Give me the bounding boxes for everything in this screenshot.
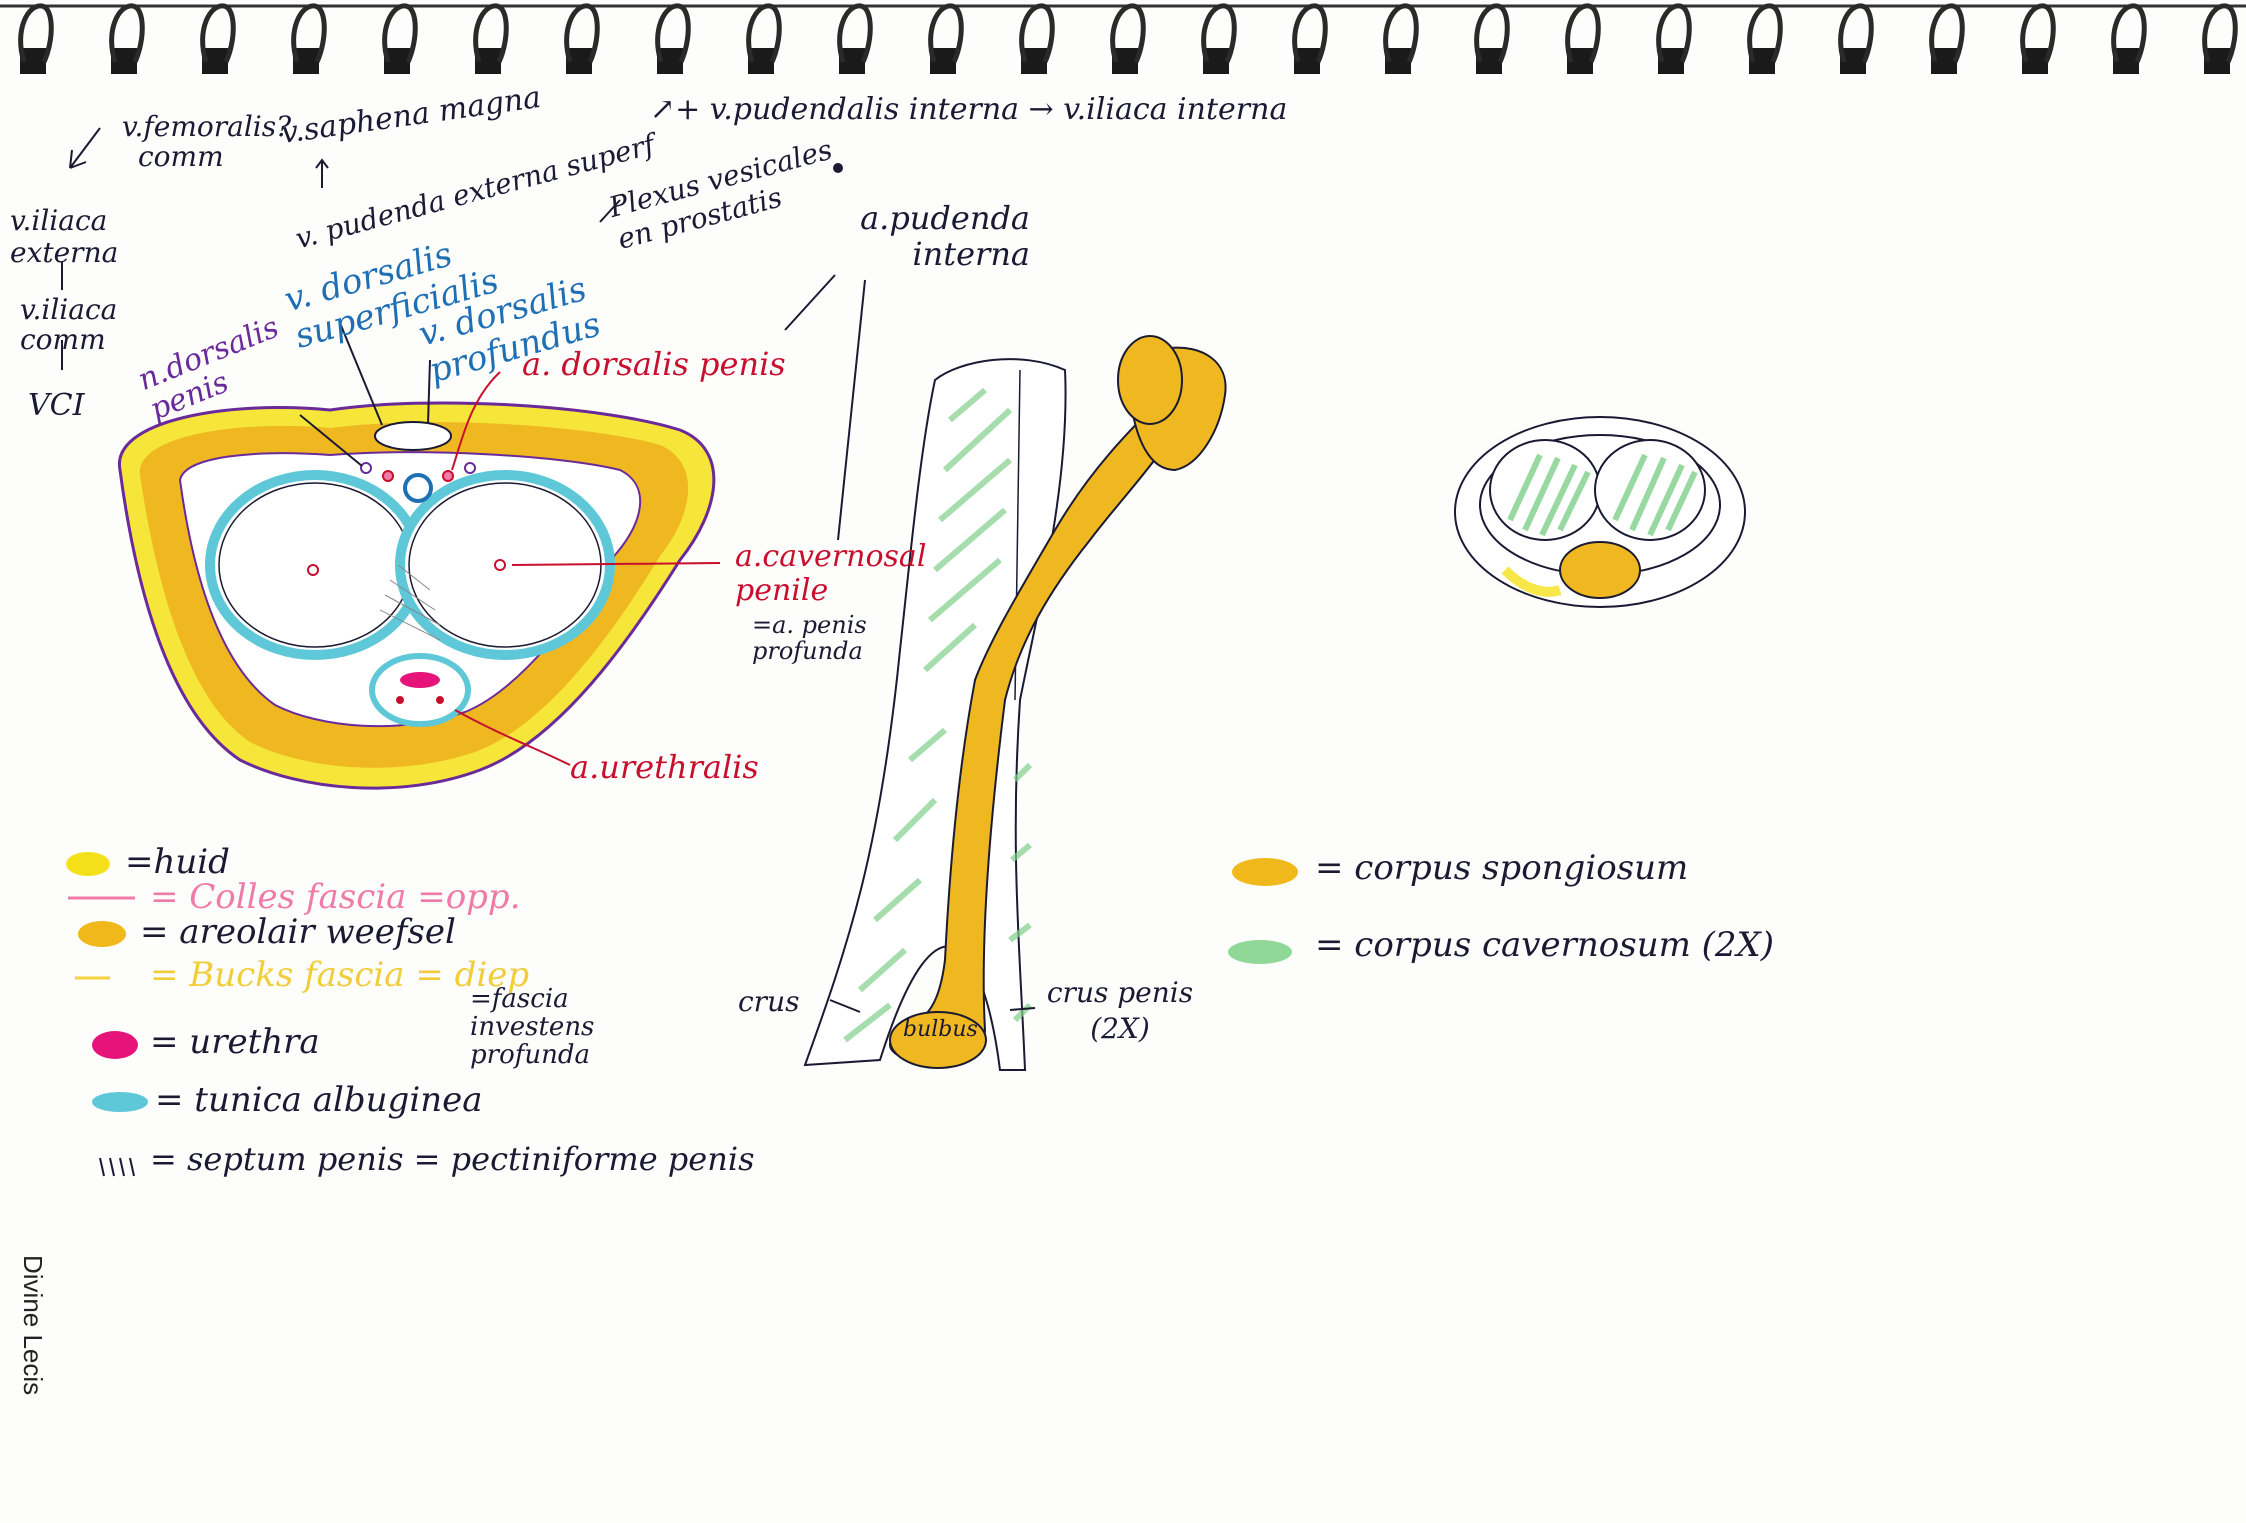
- label-v-pudendalis-interna: ↗+ v.pudendalis interna → v.iliaca inter…: [650, 92, 1287, 127]
- corpus-cavernosum-long: [805, 359, 1066, 1070]
- legend-colles: = Colles fascia =opp.: [150, 877, 521, 917]
- legend-spongiosum: = corpus spongiosum: [1315, 848, 1688, 888]
- label-bulbus: bulbus: [903, 1017, 978, 1042]
- label-v-femoralis: v.femoralis?: [122, 110, 291, 143]
- legend-urethra: = urethra: [150, 1022, 320, 1062]
- label-a-cavernosal: a.cavernosal penile: [735, 540, 935, 608]
- legend-tunica: = tunica albuginea: [155, 1080, 482, 1120]
- label-fascia-investens: =fascia investens profunda: [470, 985, 690, 1069]
- label-a-penis-profunda: =a. penis profunda: [752, 612, 922, 664]
- legend-bucks: = Bucks fascia = diep: [150, 955, 529, 995]
- legend-areolair: = areolair weefsel: [140, 912, 456, 952]
- corpus-spongiosum-section: [372, 656, 468, 724]
- label-v-iliaca-comm: v.iliaca comm: [20, 295, 150, 355]
- label-crus-penis: crus penis (2X): [1040, 975, 1200, 1047]
- legend-cavernosum: = corpus cavernosum (2X): [1315, 925, 1774, 965]
- legend-huid: =huid: [125, 842, 230, 882]
- label-crus: crus: [738, 985, 799, 1018]
- small-cross-section: [1455, 417, 1745, 607]
- label-a-urethralis: a.urethralis: [570, 748, 759, 786]
- label-v-iliaca-externa: v.iliaca externa: [10, 205, 130, 269]
- label-comm: comm: [138, 140, 224, 173]
- penis-longitudinal: [785, 275, 1226, 1070]
- label-a-pudenda-interna: a.pudenda interna: [810, 200, 1030, 272]
- legend-septum: = septum penis = pectiniforme penis: [150, 1140, 754, 1178]
- v-dorsalis-superficialis: [375, 422, 451, 450]
- v-dorsalis-profunda: [405, 475, 431, 501]
- label-vci: VCI: [28, 388, 84, 423]
- urethra-section: [400, 672, 440, 688]
- author-credit: Divine Lecis: [17, 1255, 48, 1395]
- label-a-dorsalis-penis: a. dorsalis penis: [522, 345, 786, 383]
